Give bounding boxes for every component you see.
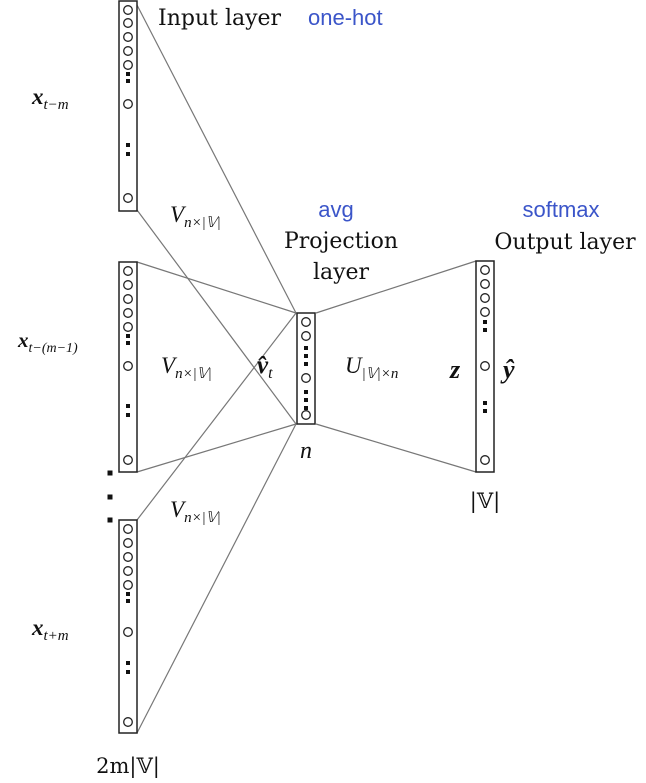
input-middle-neuron	[123, 361, 133, 371]
input-top-neuron	[123, 193, 133, 203]
input-bottom-neuron	[123, 566, 133, 576]
input-layer-title: Input layer	[158, 6, 282, 31]
input-gap-ellipsis-dot	[107, 494, 113, 500]
connection-top-input-lower	[136, 209, 297, 425]
output-size-label: |𝕍|	[470, 489, 500, 514]
input-bottom-neuron	[123, 580, 133, 590]
input-top-neuron	[123, 18, 133, 28]
connection-bottom-input-lower	[136, 423, 297, 734]
output-z-label: z	[449, 355, 461, 384]
weight-matrix-u: U|𝕍|×n	[345, 353, 398, 382]
input-size-label: 2m|𝕍|	[96, 754, 160, 779]
input-bottom-ellipsis-dot	[126, 661, 130, 665]
projection-layer-title-line2: layer	[313, 260, 370, 285]
input-middle-ellipsis-dot	[126, 404, 130, 408]
input-top-neuron	[123, 60, 133, 70]
input-middle-neuron	[123, 294, 133, 304]
connection-bottom-input-upper	[136, 312, 297, 521]
input-bottom-neuron	[123, 627, 133, 637]
connection-output-lower	[315, 423, 477, 473]
output-ellipsis-dot	[483, 320, 487, 324]
input-gap-ellipsis-dot	[107, 470, 113, 476]
avg-annotation: avg	[318, 197, 353, 222]
output-ellipsis-dot	[483, 409, 487, 413]
input-bottom-ellipsis-dot	[126, 599, 130, 603]
connection-top-input-upper	[136, 4, 297, 314]
weight-matrix-v-bottom: Vn×|𝕍|	[170, 497, 221, 526]
projection-vector-label: v̂t	[257, 352, 273, 382]
input-middle-neuron	[123, 280, 133, 290]
input-bottom-neuron	[123, 717, 133, 727]
weight-matrix-v-middle: Vn×|𝕍|	[161, 353, 212, 382]
projection-ellipsis-dot	[304, 398, 308, 402]
input-middle-neuron	[123, 322, 133, 332]
output-ellipsis-dot	[483, 328, 487, 332]
input-bottom-neuron	[123, 524, 133, 534]
input-top-neuron	[123, 46, 133, 56]
input-bottom-neuron	[123, 552, 133, 562]
projection-ellipsis-dot	[304, 346, 308, 350]
output-neuron	[480, 307, 490, 317]
input-middle-ellipsis-dot	[126, 334, 130, 338]
input-gap-ellipsis-dot	[107, 517, 113, 523]
input-top-neuron	[123, 32, 133, 42]
projection-neuron	[301, 410, 311, 420]
output-layer-title: Output layer	[494, 230, 636, 255]
input-top-ellipsis-dot	[126, 72, 130, 76]
output-ellipsis-dot	[483, 401, 487, 405]
projection-ellipsis-dot	[304, 390, 308, 394]
projection-neuron	[301, 317, 311, 327]
input-middle-neuron	[123, 308, 133, 318]
input-top-neuron	[123, 5, 133, 15]
softmax-annotation: softmax	[522, 197, 599, 222]
projection-layer-box	[296, 312, 316, 425]
output-neuron	[480, 279, 490, 289]
projection-ellipsis-dot	[304, 354, 308, 358]
weight-matrix-v-top: Vn×|𝕍|	[170, 202, 221, 231]
projection-layer-title-line1: Projection	[284, 229, 398, 254]
context-word-last: xt+m	[31, 615, 69, 644]
projection-size-label: n	[300, 438, 312, 464]
output-neuron	[480, 265, 490, 275]
input-top-ellipsis-dot	[126, 143, 130, 147]
context-word-second: xt−(m−1)	[17, 328, 78, 356]
one-hot-annotation: one-hot	[308, 5, 383, 30]
input-top-ellipsis-dot	[126, 152, 130, 156]
output-neuron	[480, 361, 490, 371]
context-word-first: xt−m	[31, 84, 69, 113]
connection-mid-input-upper	[136, 261, 297, 314]
input-top-ellipsis-dot	[126, 79, 130, 83]
input-bottom-ellipsis-dot	[126, 592, 130, 596]
projection-ellipsis-dot	[304, 362, 308, 366]
input-top-neuron	[123, 99, 133, 109]
neuron-units	[107, 5, 490, 727]
input-middle-neuron	[123, 266, 133, 276]
output-neuron	[480, 293, 490, 303]
projection-ellipsis-dot	[304, 406, 308, 410]
input-bottom-ellipsis-dot	[126, 670, 130, 674]
input-layer-box-bottom	[118, 519, 138, 734]
output-y-hat-label: ŷ	[500, 355, 515, 384]
input-middle-neuron	[123, 455, 133, 465]
connection-mid-input-lower	[136, 423, 297, 473]
input-bottom-neuron	[123, 538, 133, 548]
connection-lines	[136, 4, 477, 734]
connection-output-upper	[315, 260, 477, 314]
projection-neuron	[301, 331, 311, 341]
output-neuron	[480, 455, 490, 465]
input-middle-ellipsis-dot	[126, 341, 130, 345]
projection-neuron	[301, 373, 311, 383]
input-middle-ellipsis-dot	[126, 413, 130, 417]
